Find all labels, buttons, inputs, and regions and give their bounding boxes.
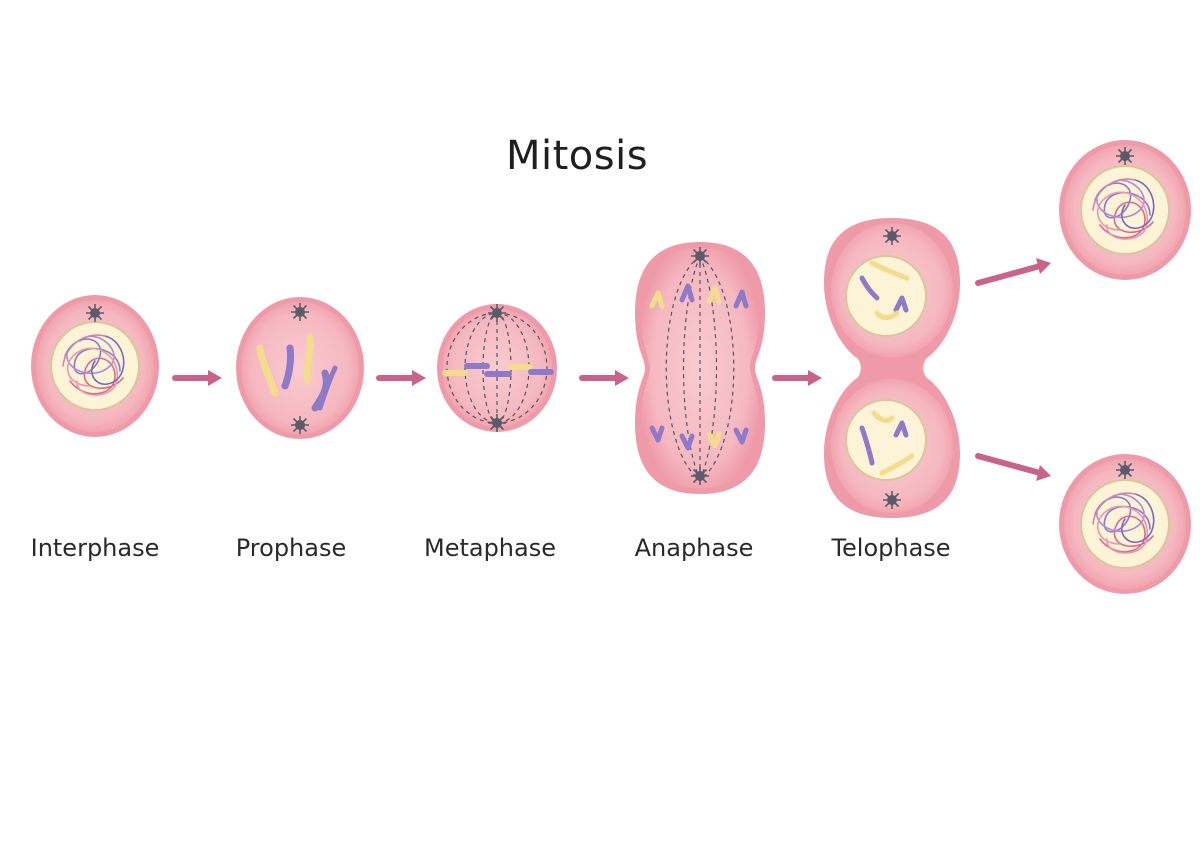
cell-anaphase: [635, 242, 765, 494]
label-anaphase: Anaphase: [634, 534, 754, 562]
arrow-telophase-daughter-bottom-icon: [975, 453, 1051, 481]
daughter-cell-bottom: [1059, 454, 1191, 594]
label-telophase: Telophase: [831, 534, 951, 562]
arrow-prophase-metaphase-icon: [376, 370, 426, 386]
arrows: [172, 258, 1051, 481]
diagram-title: Mitosis: [505, 133, 649, 179]
arrow-anaphase-telophase-icon: [772, 370, 822, 386]
label-interphase: Interphase: [30, 534, 160, 562]
cell-metaphase: [437, 303, 557, 433]
arrow-interphase-prophase-icon: [172, 370, 222, 386]
cell-interphase: [31, 295, 159, 437]
arrow-metaphase-anaphase-icon: [579, 370, 629, 386]
label-prophase: Prophase: [235, 534, 347, 562]
cell-prophase: [236, 297, 364, 439]
label-metaphase: Metaphase: [423, 534, 556, 562]
arrow-telophase-daughter-top-icon: [975, 258, 1051, 286]
cell-telophase: [824, 218, 960, 518]
daughter-cell-top: [1059, 140, 1191, 280]
